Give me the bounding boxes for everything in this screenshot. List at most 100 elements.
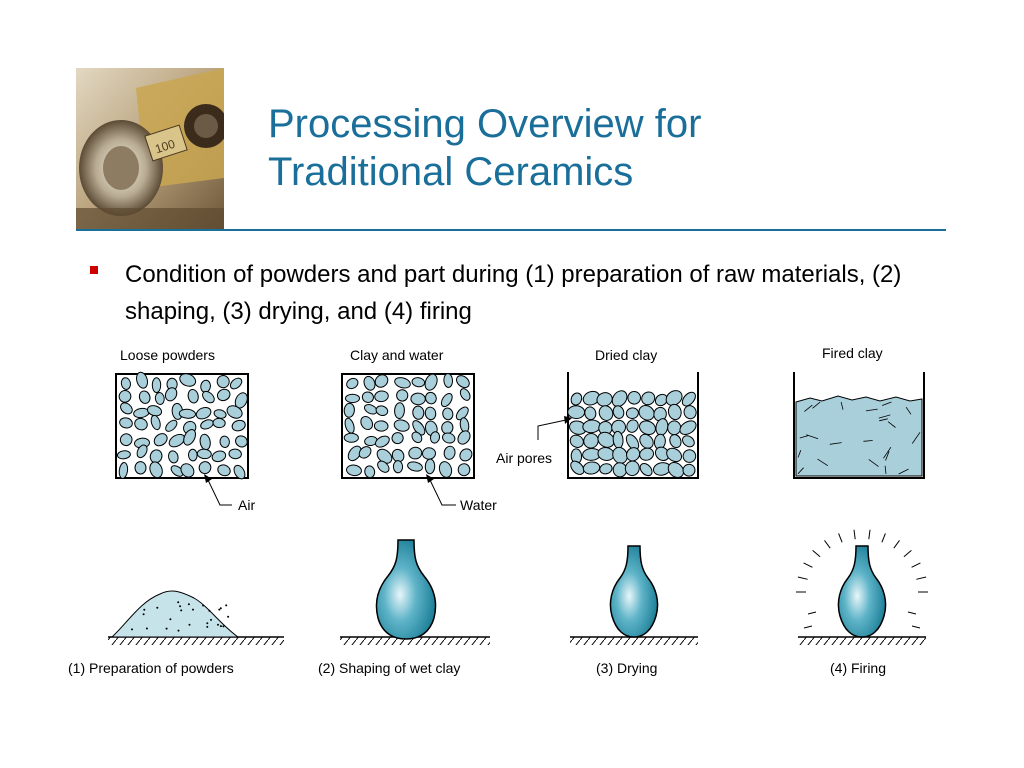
powder-dot bbox=[131, 628, 133, 630]
powder-particle bbox=[623, 459, 641, 477]
heat-ray bbox=[804, 563, 813, 567]
heat-ray bbox=[904, 550, 912, 556]
powder-particle bbox=[638, 446, 655, 462]
powder-particle bbox=[680, 433, 696, 449]
powder-dot bbox=[220, 607, 222, 609]
stage-label-drying: (3) Drying bbox=[596, 660, 657, 676]
powder-particle bbox=[667, 420, 682, 435]
powder-dot bbox=[225, 604, 227, 606]
callout-air-label: Air bbox=[238, 497, 255, 513]
powder-particle bbox=[599, 462, 613, 475]
ware-dried bbox=[570, 546, 698, 645]
ware-firing bbox=[796, 530, 928, 645]
powder-dot bbox=[178, 630, 180, 632]
box-title-loose-powders: Loose powders bbox=[120, 347, 215, 363]
powder-particle bbox=[374, 421, 388, 432]
powder-particle bbox=[346, 394, 360, 402]
powder-dot bbox=[202, 605, 204, 607]
heat-ray bbox=[894, 540, 900, 548]
powder-particle bbox=[681, 447, 698, 464]
callout-water: Water bbox=[426, 474, 497, 513]
powder-dot bbox=[166, 628, 168, 630]
powder-particle bbox=[425, 459, 435, 474]
heat-ray bbox=[808, 612, 816, 614]
powder-particle bbox=[683, 404, 698, 420]
powder-particle bbox=[639, 389, 657, 407]
heat-ray bbox=[912, 563, 921, 567]
powder-pile bbox=[108, 591, 284, 645]
powder-dot bbox=[192, 609, 194, 611]
powder-dot bbox=[206, 622, 208, 624]
powder-dot bbox=[210, 619, 212, 621]
box-dried-clay bbox=[568, 372, 699, 481]
box-clay-and-water bbox=[342, 372, 474, 479]
powder-particle bbox=[568, 406, 585, 419]
powder-dot bbox=[208, 610, 210, 612]
callout-air: Air bbox=[204, 474, 255, 513]
heat-ray bbox=[912, 626, 920, 628]
powder-dot bbox=[206, 626, 208, 628]
particle-group bbox=[568, 388, 699, 481]
heat-ray bbox=[798, 577, 808, 579]
box-fired-clay bbox=[794, 372, 924, 478]
powder-dot bbox=[227, 616, 229, 618]
box-title-fired-clay: Fired clay bbox=[822, 345, 883, 361]
powder-dot bbox=[180, 609, 182, 611]
powder-particle bbox=[625, 418, 640, 434]
heat-ray bbox=[869, 530, 870, 539]
heat-ray bbox=[804, 626, 812, 628]
powder-dot bbox=[217, 624, 219, 626]
powder-particle bbox=[626, 407, 640, 420]
heat-ray bbox=[854, 530, 855, 539]
powder-dot bbox=[177, 601, 179, 603]
powder-particle bbox=[422, 447, 436, 459]
powder-particle bbox=[444, 373, 453, 387]
header-photo: 100 bbox=[76, 68, 224, 230]
powder-dot bbox=[220, 625, 222, 627]
powder-particle bbox=[638, 461, 655, 478]
slide-title-line-1: Processing Overview for bbox=[268, 100, 968, 148]
powder-particle bbox=[682, 463, 696, 477]
callout-water-label: Water bbox=[460, 497, 497, 513]
powder-particle bbox=[582, 419, 601, 433]
title-underline bbox=[76, 229, 946, 231]
ware-wet-clay bbox=[340, 540, 490, 645]
powder-particle bbox=[411, 393, 426, 405]
powder-particle bbox=[135, 462, 146, 475]
stage-label-firing: (4) Firing bbox=[830, 660, 886, 676]
powder-particle bbox=[627, 391, 640, 404]
powder-particle bbox=[583, 461, 601, 475]
heat-ray bbox=[839, 533, 843, 542]
stage-label-preparation: (1) Preparation of powders bbox=[68, 660, 234, 676]
powder-particle bbox=[637, 418, 657, 437]
powder-particle bbox=[152, 378, 160, 393]
slide-title-line-2: Traditional Ceramics bbox=[268, 148, 968, 196]
heat-ray bbox=[916, 577, 926, 579]
bullet-square-icon bbox=[90, 266, 98, 274]
powder-dot bbox=[143, 613, 145, 615]
box-title-dried-clay: Dried clay bbox=[595, 347, 657, 363]
box-title-clay-and-water: Clay and water bbox=[350, 347, 444, 363]
box-loose-powders bbox=[116, 371, 250, 481]
ceramics-process-figure: Loose powders Clay and water Dried clay … bbox=[60, 340, 960, 700]
powder-dot bbox=[189, 624, 191, 626]
powder-particle bbox=[188, 449, 197, 461]
powder-particle bbox=[569, 391, 583, 407]
powder-dot bbox=[146, 628, 148, 630]
powder-particle bbox=[568, 433, 586, 450]
powder-dot bbox=[179, 605, 181, 607]
powder-particle bbox=[597, 403, 616, 422]
powder-particle bbox=[394, 402, 405, 418]
powder-particle bbox=[664, 445, 684, 464]
heat-ray bbox=[908, 612, 916, 614]
callout-air-pores-label: Air pores bbox=[496, 450, 552, 466]
powder-particle bbox=[667, 403, 683, 421]
powder-dot bbox=[143, 609, 145, 611]
powder-particle bbox=[612, 404, 626, 419]
bullet-text: Condition of powders and part during (1)… bbox=[125, 256, 925, 330]
powder-dot bbox=[222, 625, 224, 627]
powder-particle bbox=[397, 390, 408, 402]
powder-particle bbox=[393, 460, 403, 473]
callout-air-pores: Air pores bbox=[496, 416, 572, 466]
powder-particle bbox=[584, 406, 598, 421]
